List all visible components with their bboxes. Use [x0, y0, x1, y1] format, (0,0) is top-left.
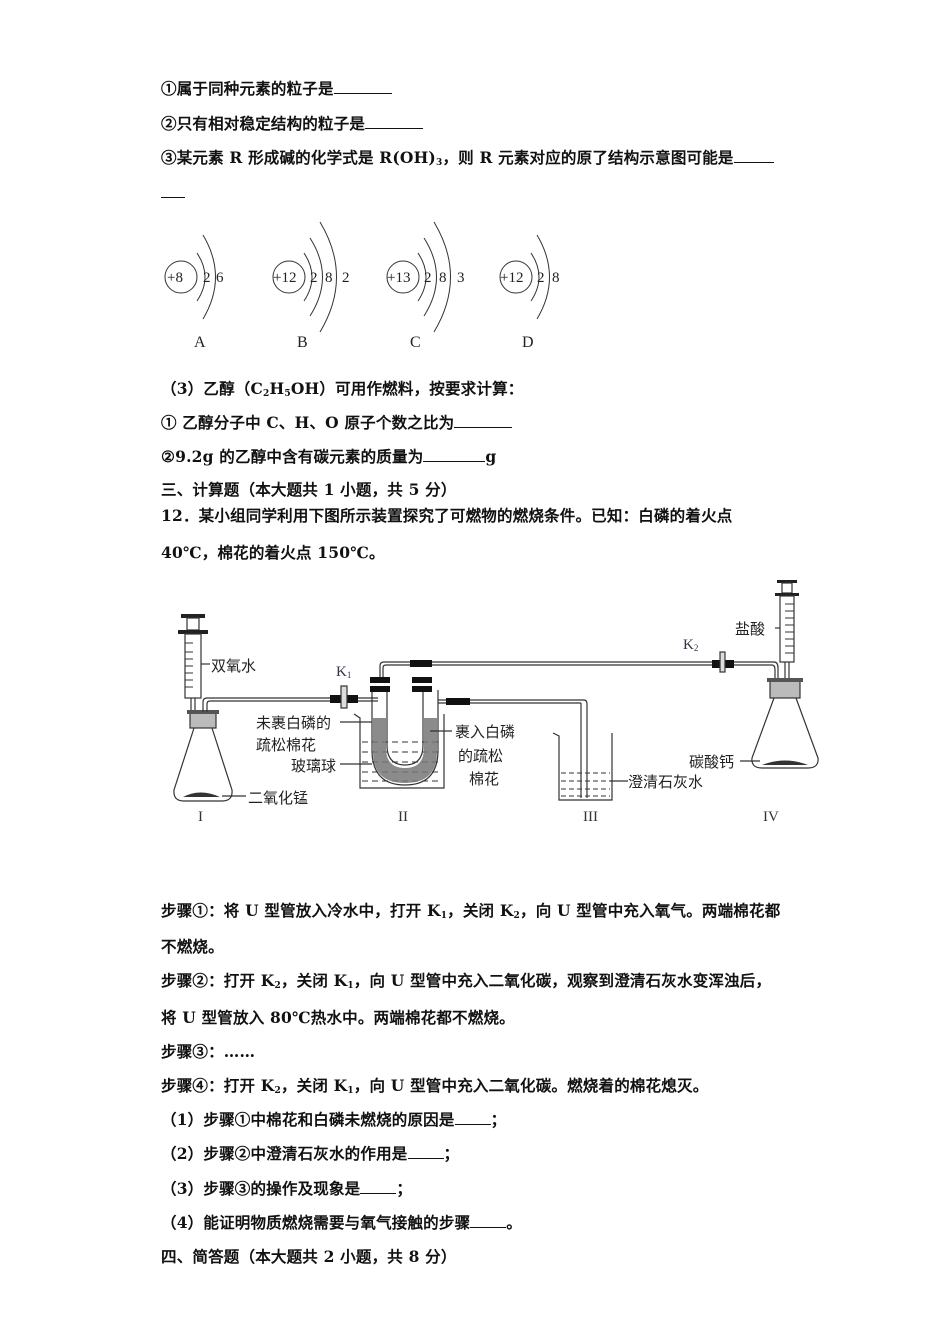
- answer-blank[interactable]: [365, 114, 424, 129]
- question-element-r: ③某元素 R 形成碱的化学式是 R(OH)3，则 R 元素对应的原了结构示意图可…: [161, 146, 774, 168]
- question-text: ① 乙醇分子中 C、H、O 原子个数之比为: [161, 413, 455, 432]
- heading-text: （3）乙醇（C: [161, 379, 264, 398]
- marker: ①: [161, 79, 177, 98]
- answer-blank[interactable]: [333, 79, 392, 94]
- svg-text:8: 8: [552, 270, 560, 286]
- answer-blank[interactable]: [470, 1213, 507, 1228]
- q12-line-1: 12．某小组同学利用下图所示装置探究了可燃物的燃烧条件。已知：白磷的着火点: [161, 506, 733, 525]
- subscript: 5: [284, 389, 291, 399]
- option-b-label: B: [297, 334, 308, 351]
- subscript: 2: [263, 389, 270, 399]
- sub-question-4: （4）能证明物质燃烧需要与氧气接触的步骤。: [161, 1213, 522, 1232]
- question-same-element: ①属于同种元素的粒子是: [161, 77, 392, 99]
- question-text: 属于同种元素的粒子是: [176, 79, 334, 98]
- apparatus-label-ii: II: [398, 809, 408, 825]
- answer-blank[interactable]: [454, 413, 513, 428]
- ethanol-carbon-mass-question: ②9.2g 的乙醇中含有碳元素的质量为 g: [161, 445, 496, 467]
- question-text: 某元素 R 形成碱的化学式是 R(OH): [176, 148, 436, 167]
- answer-blank-continued[interactable]: [161, 183, 185, 198]
- label-manganese-dioxide: 二氧化锰: [248, 789, 309, 807]
- nucleus-b: +12: [273, 270, 296, 286]
- sub-question-1: （1）步骤①中棉花和白磷未燃烧的原因是；: [161, 1110, 507, 1129]
- label-cotton-with-phosphorus-3: 棉花: [469, 770, 500, 788]
- question-element-r-continuation: [161, 183, 185, 202]
- apparatus-label-iii: III: [583, 809, 598, 825]
- answer-blank[interactable]: [454, 1110, 491, 1125]
- option-d-label: D: [522, 334, 534, 351]
- answer-blank[interactable]: [360, 1179, 397, 1194]
- svg-text:8: 8: [439, 270, 447, 286]
- svg-text:2: 2: [424, 270, 432, 286]
- step-3: 步骤③：……: [161, 1042, 256, 1061]
- svg-text:2: 2: [342, 270, 350, 286]
- section-3-title: 三、计算题（本大题共 1 小题，共 5 分）: [161, 480, 457, 499]
- step-2-line-2: 将 U 型管放入 80℃热水中。两端棉花都不燃烧。: [161, 1008, 515, 1027]
- nucleus-a: +8: [167, 270, 183, 286]
- svg-text:2: 2: [537, 270, 545, 286]
- svg-text:2: 2: [310, 270, 318, 286]
- label-limewater: 澄清石灰水: [628, 773, 704, 791]
- label-calcium-carbonate: 碳酸钙: [689, 753, 735, 771]
- marker: ②: [161, 114, 177, 133]
- label-hydrochloric-acid: 盐酸: [735, 620, 766, 638]
- svg-text:2: 2: [203, 270, 211, 286]
- ethanol-heading: （3）乙醇（C2H5OH）可用作燃料，按要求计算：: [161, 377, 523, 399]
- ethanol-atom-ratio-question: ① 乙醇分子中 C、H、O 原子个数之比为: [161, 411, 513, 433]
- nucleus-c: +13: [387, 270, 410, 286]
- step-4: 步骤④：打开 K2，关闭 K1，向 U 型管中充入二氧化碳。燃烧着的棉花熄灭。: [161, 1076, 709, 1096]
- sub-question-3: （3）步骤③的操作及现象是；: [161, 1179, 413, 1198]
- answer-blank[interactable]: [423, 447, 486, 462]
- label-cotton-with-phosphorus-2: 的疏松: [458, 747, 504, 765]
- apparatus-label-iv: IV: [763, 809, 779, 825]
- step-1-line-2: 不燃烧。: [161, 937, 224, 956]
- label-k1: K1: [336, 664, 352, 680]
- nucleus-d: +12: [500, 270, 523, 286]
- label-k2: K2: [683, 637, 699, 653]
- section-4-title: 四、简答题（本大题共 2 小题，共 8 分）: [161, 1247, 457, 1266]
- heading-text: H: [269, 379, 285, 398]
- label-cotton-without-phosphorus-1: 未裹白磷的: [256, 714, 332, 732]
- atom-structure-diagrams: +8 2 6 +12 2 8 2 +13 2 8 3 +12 2 8: [164, 221, 560, 333]
- answer-blank[interactable]: [407, 1144, 444, 1159]
- option-c-label: C: [410, 334, 421, 351]
- step-1-line-1: 步骤①：将 U 型管放入冷水中，打开 K1，关闭 K2，向 U 型管中充入氧气。…: [161, 901, 781, 921]
- question-text: ，则 R 元素对应的原了结构示意图可能是: [442, 148, 734, 167]
- step-2-line-1: 步骤②：打开 K2，关闭 K1，向 U 型管中充入二氧化碳，观察到澄清石灰水变浑…: [161, 971, 772, 991]
- svg-text:3: 3: [457, 270, 465, 286]
- label-cotton-without-phosphorus-2: 疏松棉花: [256, 736, 317, 754]
- q12-line-2: 40℃，棉花的着火点 150℃。: [161, 543, 385, 562]
- question-text: ②9.2g 的乙醇中含有碳元素的质量为: [161, 447, 424, 466]
- sub-question-2: （2）步骤②中澄清石灰水的作用是；: [161, 1144, 460, 1163]
- apparatus-label-i: I: [198, 809, 203, 825]
- svg-text:6: 6: [216, 270, 224, 286]
- label-cotton-with-phosphorus-1: 裹入白磷: [455, 723, 516, 741]
- option-a-label: A: [194, 334, 206, 351]
- label-glass-beads: 玻璃球: [291, 757, 337, 775]
- svg-text:8: 8: [325, 270, 333, 286]
- answer-blank[interactable]: [733, 148, 774, 163]
- heading-text: OH）可用作燃料，按要求计算：: [290, 379, 524, 398]
- subscript: 3: [435, 158, 443, 168]
- question-stable-structure: ②只有相对稳定结构的粒子是: [161, 112, 424, 134]
- question-text: 只有相对稳定结构的粒子是: [176, 114, 366, 133]
- unit: g: [485, 447, 497, 466]
- marker: ③: [161, 148, 177, 167]
- label-hydrogen-peroxide: 双氧水: [211, 657, 257, 675]
